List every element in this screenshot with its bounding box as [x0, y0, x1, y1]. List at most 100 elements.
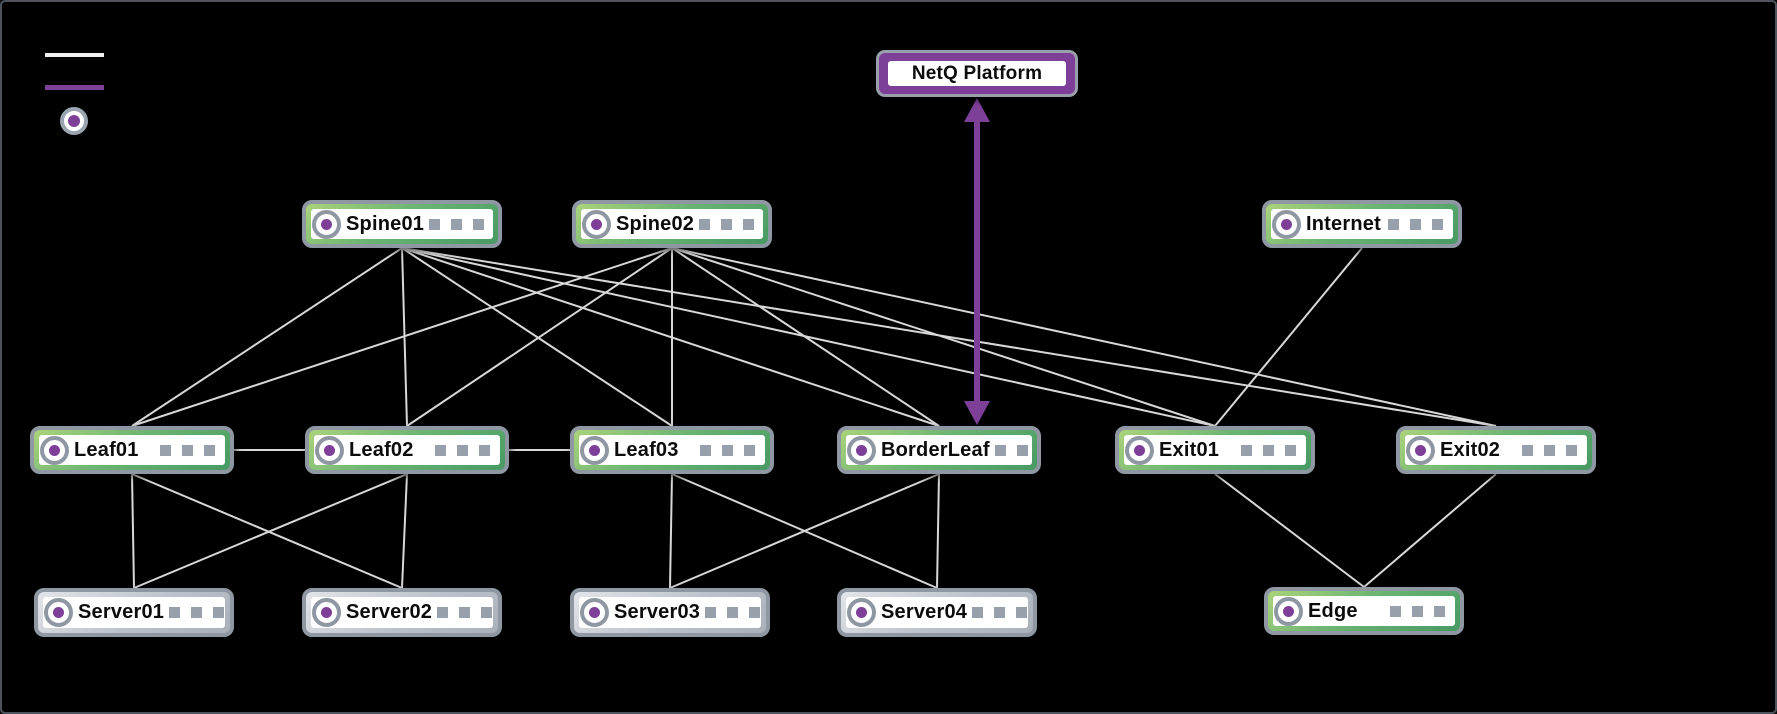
device-status-dot	[49, 444, 60, 456]
link-spine02-exit02	[671, 247, 1497, 427]
device-status-icon	[312, 598, 341, 627]
node-body: Exit02	[1405, 435, 1587, 465]
node-label: Spine02	[616, 212, 695, 235]
node-body: Server04	[846, 597, 1028, 628]
link-spine02-leaf02	[406, 247, 673, 427]
device-status-dot	[1134, 444, 1145, 456]
node-server04[interactable]: Server04	[837, 588, 1037, 637]
node-body: NetQ Platform	[888, 61, 1066, 86]
node-label: Internet	[1306, 212, 1381, 235]
node-label: Leaf02	[349, 438, 414, 461]
port-indicators	[994, 444, 1032, 456]
legend-netq-link-swatch	[45, 85, 104, 90]
link-exit01-edge	[1214, 473, 1365, 588]
node-label: NetQ Platform	[911, 62, 1043, 84]
device-status-dot	[856, 444, 867, 456]
node-spine02[interactable]: Spine02	[572, 200, 772, 248]
node-body: BorderLeaf	[846, 435, 1032, 465]
node-label: Spine01	[346, 212, 425, 235]
device-status-dot	[1415, 444, 1426, 456]
port-indicators	[437, 607, 493, 618]
legend-device-icon	[60, 107, 88, 135]
port-indicators	[705, 607, 761, 618]
node-leaf03[interactable]: Leaf03	[570, 426, 774, 474]
port-indicators	[1390, 605, 1448, 617]
device-status-dot	[1281, 218, 1292, 230]
node-borderleaf[interactable]: BorderLeaf	[837, 426, 1041, 474]
node-server02[interactable]: Server02	[302, 588, 502, 637]
link-leaf03-server03	[669, 473, 673, 589]
node-server01[interactable]: Server01	[34, 588, 234, 637]
port-indicators	[972, 607, 1028, 618]
port-indicators	[429, 218, 487, 230]
node-body: Leaf01	[39, 435, 225, 465]
link-spine01-exit02	[401, 247, 1497, 427]
device-status-icon	[580, 598, 609, 627]
device-status-dot	[591, 218, 602, 230]
device-status-dot	[1283, 605, 1294, 617]
node-body: Edge	[1273, 596, 1455, 626]
device-status-icon	[315, 435, 344, 465]
device-status-icon	[847, 598, 876, 627]
link-spine01-exit01	[401, 247, 1216, 427]
node-label: Edge	[1308, 599, 1358, 622]
port-indicators	[1522, 444, 1580, 456]
link-leaf01-server01	[131, 473, 135, 589]
node-body: Internet	[1271, 209, 1453, 239]
link-spine02-borderleaf	[671, 247, 940, 427]
node-label: BorderLeaf	[881, 438, 990, 461]
node-body: Server01	[43, 597, 225, 628]
device-status-icon	[312, 209, 341, 239]
port-indicators	[699, 218, 757, 230]
port-indicators	[700, 444, 758, 456]
node-label: Server03	[614, 601, 701, 623]
node-spine01[interactable]: Spine01	[302, 200, 502, 248]
node-label: Leaf01	[74, 438, 139, 461]
link-spine01-leaf03	[401, 247, 673, 427]
node-server03[interactable]: Server03	[570, 588, 770, 637]
link-borderleaf-server04	[936, 473, 940, 589]
device-status-icon	[1406, 435, 1435, 465]
link-borderleaf-server03	[669, 473, 940, 589]
node-body: Spine02	[581, 209, 763, 239]
device-status-dot	[589, 607, 600, 618]
netq-connection-arrow	[964, 98, 990, 425]
device-status-icon	[582, 209, 611, 239]
node-internet[interactable]: Internet	[1262, 200, 1462, 248]
node-label: Server04	[881, 601, 968, 623]
device-status-icon	[40, 435, 69, 465]
device-status-dot	[324, 444, 335, 456]
device-status-icon	[1272, 209, 1301, 239]
node-label: Server02	[346, 601, 433, 623]
link-leaf02-server01	[133, 473, 408, 589]
link-spine01-borderleaf	[401, 247, 940, 427]
device-status-icon	[1274, 596, 1303, 626]
link-spine02-exit01	[671, 247, 1216, 427]
node-body: Spine01	[311, 209, 493, 239]
node-leaf02[interactable]: Leaf02	[305, 426, 509, 474]
node-body: Leaf02	[314, 435, 500, 465]
link-exit02-edge	[1363, 473, 1497, 588]
device-status-dot	[321, 607, 332, 618]
node-label: Server01	[78, 601, 165, 623]
device-status-icon	[580, 435, 609, 465]
port-indicators	[160, 444, 218, 456]
device-status-icon	[847, 435, 876, 465]
link-leaf01-server02	[131, 473, 403, 589]
node-body: Server02	[311, 597, 493, 628]
device-status-dot	[53, 607, 64, 618]
node-leaf01[interactable]: Leaf01	[30, 426, 234, 474]
legend-fabric-link-swatch	[45, 53, 104, 57]
node-netq[interactable]: NetQ Platform	[876, 50, 1078, 97]
link-leaf02-server02	[401, 473, 408, 589]
node-exit01[interactable]: Exit01	[1115, 426, 1315, 474]
port-indicators	[1388, 218, 1446, 230]
link-spine02-leaf01	[131, 247, 673, 427]
node-exit02[interactable]: Exit02	[1396, 426, 1596, 474]
device-status-icon	[1125, 435, 1154, 465]
link-spine01-leaf01	[131, 247, 403, 427]
port-indicators	[169, 607, 225, 618]
node-edge[interactable]: Edge	[1264, 587, 1464, 635]
